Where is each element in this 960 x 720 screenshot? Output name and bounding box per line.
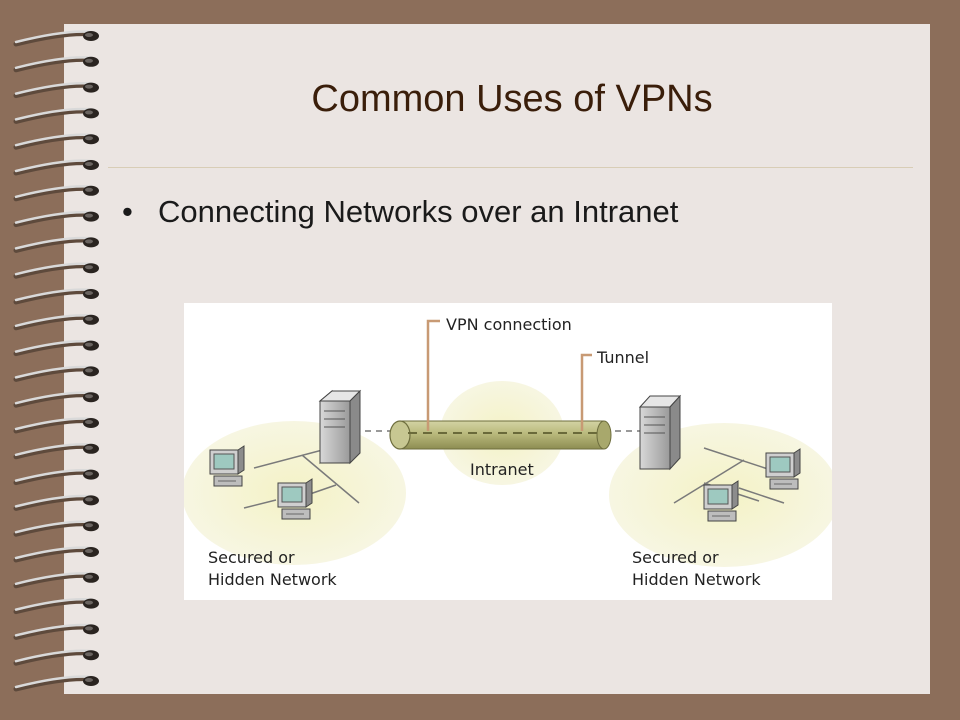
computer-icon (277, 478, 313, 520)
binding-ring (13, 107, 99, 124)
binding-ring (13, 365, 99, 382)
binding-ring (13, 288, 99, 305)
binding-ring (13, 56, 99, 73)
binding-ring (13, 30, 99, 47)
tunnel-label: Tunnel (596, 348, 649, 367)
bullet-dot-icon: • (122, 194, 133, 229)
binding-ring (13, 520, 99, 537)
bullet-text: Connecting Networks over an Intranet (158, 194, 679, 229)
binding-ring (13, 468, 99, 486)
binding-ring (13, 675, 99, 692)
binding-ring (13, 649, 99, 666)
vpn-diagram: VPN connection Tunnel Intranet Secured o… (182, 303, 839, 600)
binding-ring (13, 417, 99, 434)
binding-ring (13, 262, 99, 279)
computer-icon (209, 445, 245, 487)
binding-ring (13, 185, 99, 202)
binding-ring (13, 236, 99, 253)
binding-ring (13, 339, 99, 357)
binding-ring (13, 623, 99, 640)
binding-ring (13, 133, 99, 150)
right-server-icon (638, 394, 682, 471)
left-network-label-line1: Secured or (208, 548, 295, 567)
binding-ring (13, 210, 99, 228)
spiral-binding (13, 30, 99, 692)
binding-ring (13, 443, 99, 460)
right-network-label-line1: Secured or (632, 548, 719, 567)
vpn-tunnel (389, 420, 612, 450)
callout-lines (426, 319, 592, 431)
binding-ring (13, 572, 99, 589)
left-server-icon (318, 389, 362, 465)
binding-ring (13, 546, 99, 563)
right-network-label-line2: Hidden Network (632, 570, 761, 589)
vpn-connection-label: VPN connection (446, 315, 572, 334)
binding-ring (13, 159, 99, 176)
binding-ring (13, 314, 99, 331)
binding-ring (13, 494, 99, 511)
binding-ring (13, 391, 99, 408)
left-network-label-line2: Hidden Network (208, 570, 337, 589)
binding-ring (13, 597, 99, 615)
computer-icon (703, 480, 739, 522)
intranet-label: Intranet (470, 460, 534, 479)
title-divider (108, 167, 913, 168)
binding-ring (13, 81, 99, 99)
bullet-item: • Connecting Networks over an Intranet (122, 194, 678, 230)
computer-icon (765, 448, 801, 490)
slide-title: Common Uses of VPNs (311, 78, 713, 120)
